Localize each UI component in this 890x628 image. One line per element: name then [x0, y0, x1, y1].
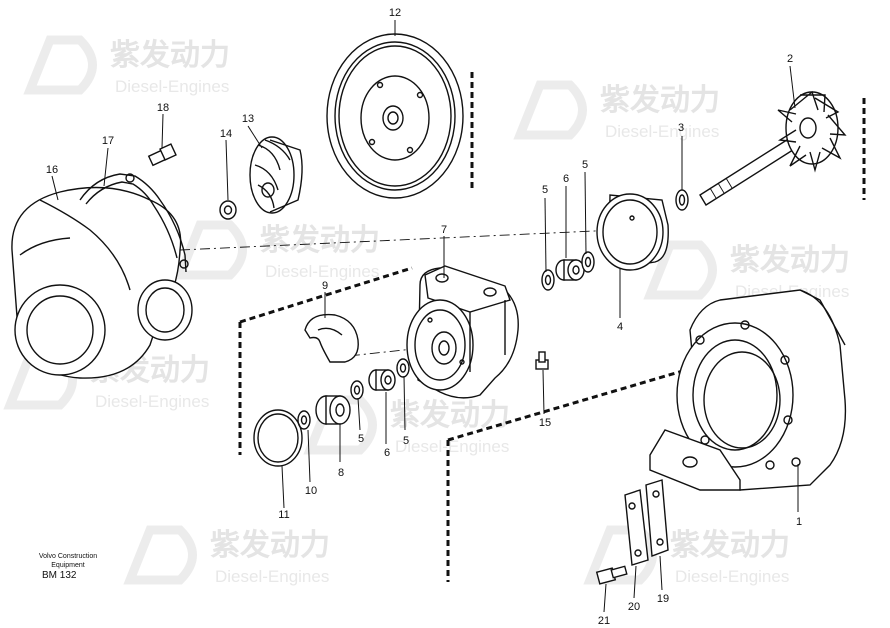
callout-16: 16 [46, 164, 58, 176]
part-13-compressor-wheel [249, 136, 303, 214]
parts-lower-bearing-set [297, 358, 410, 430]
watermark-cn: 紫发动力 [260, 223, 380, 258]
drawing-code: BM 132 [42, 570, 77, 581]
shaft-axis [179, 227, 661, 251]
watermark-en: Diesel-Engines [115, 77, 229, 96]
part-15-screw [535, 351, 549, 370]
watermark-en: Diesel-Engines [395, 437, 509, 456]
callout-10: 10 [305, 485, 317, 497]
dashed-line-upper [239, 266, 413, 324]
watermark-cn: 紫发动力 [670, 528, 790, 563]
callout-18: 18 [157, 102, 169, 114]
part-3-ring [675, 189, 689, 211]
watermark-8: 紫发动力 Diesel-Engines [583, 525, 790, 586]
part-2-turbine-shaft [699, 90, 847, 206]
callout-5c: 5 [358, 433, 364, 445]
watermark-en: Diesel-Engines [215, 567, 329, 586]
callout-15: 15 [539, 417, 551, 429]
watermark-en: Diesel-Engines [95, 392, 209, 411]
callout-17: 17 [102, 135, 114, 147]
watermark-en: Diesel-Engines [675, 567, 789, 586]
callout-20: 20 [628, 601, 640, 613]
watermark-en: Diesel-Engines [265, 262, 379, 281]
part-9-thrust-plate [304, 313, 359, 363]
watermark-2: 紫发动力 Diesel-Engines [513, 80, 720, 141]
watermark-4: 紫发动力 Diesel-Engines [643, 240, 850, 301]
watermark-cn: 紫发动力 [110, 38, 230, 73]
credit-line-1: Volvo Construction [38, 553, 98, 560]
credit-line-2: Equipment [51, 562, 85, 569]
watermark-cn: 紫发动力 [600, 83, 720, 118]
part-1-turbine-housing [649, 289, 847, 491]
part-4-heat-shield [596, 193, 669, 271]
callout-1: 1 [796, 516, 802, 528]
parts-upper-bearing-set [541, 251, 595, 291]
watermark-1: 紫发动力 Diesel-Engines [23, 35, 230, 96]
callout-5a: 5 [542, 184, 548, 196]
callout-21: 21 [598, 615, 610, 627]
part-16-compressor-housing [11, 186, 193, 379]
dashed-line-mid [447, 368, 687, 442]
watermark-en: Diesel-Engines [605, 122, 719, 141]
callout-5b: 5 [582, 159, 588, 171]
callout-14: 14 [220, 128, 232, 140]
watermark-cn: 紫发动力 [730, 243, 850, 278]
part-17-clamp [79, 173, 189, 273]
callout-6b: 6 [384, 447, 390, 459]
part-12-back-plate [326, 33, 464, 199]
assembly-outlines [238, 72, 866, 582]
callout-numbers: 1 2 3 4 5 5 5 5 6 6 7 8 9 10 11 12 13 14… [46, 7, 802, 627]
leader-lines [51, 20, 799, 613]
callout-5d: 5 [403, 435, 409, 447]
callout-3: 3 [678, 122, 684, 134]
callout-6a: 6 [563, 173, 569, 185]
parts-bracket-set [595, 479, 669, 585]
watermark-7: 紫发动力 Diesel-Engines [123, 525, 330, 586]
watermark-cn: 紫发动力 [210, 528, 330, 563]
part-11-o-ring [253, 409, 303, 467]
callout-13: 13 [242, 113, 254, 125]
callout-4: 4 [617, 321, 623, 333]
part-18-screw [147, 143, 177, 167]
callout-9: 9 [322, 280, 328, 292]
callout-11: 11 [278, 509, 289, 521]
watermark-3: 紫发动力 Diesel-Engines [173, 220, 380, 281]
callout-8: 8 [338, 467, 344, 479]
callout-2: 2 [787, 53, 793, 65]
callout-19: 19 [657, 593, 669, 605]
callout-12: 12 [389, 7, 401, 19]
part-14-nut [219, 200, 237, 220]
callout-7: 7 [441, 224, 447, 236]
credit-block: Volvo Construction Equipment [28, 552, 108, 570]
part-7-bearing-housing [406, 265, 519, 399]
